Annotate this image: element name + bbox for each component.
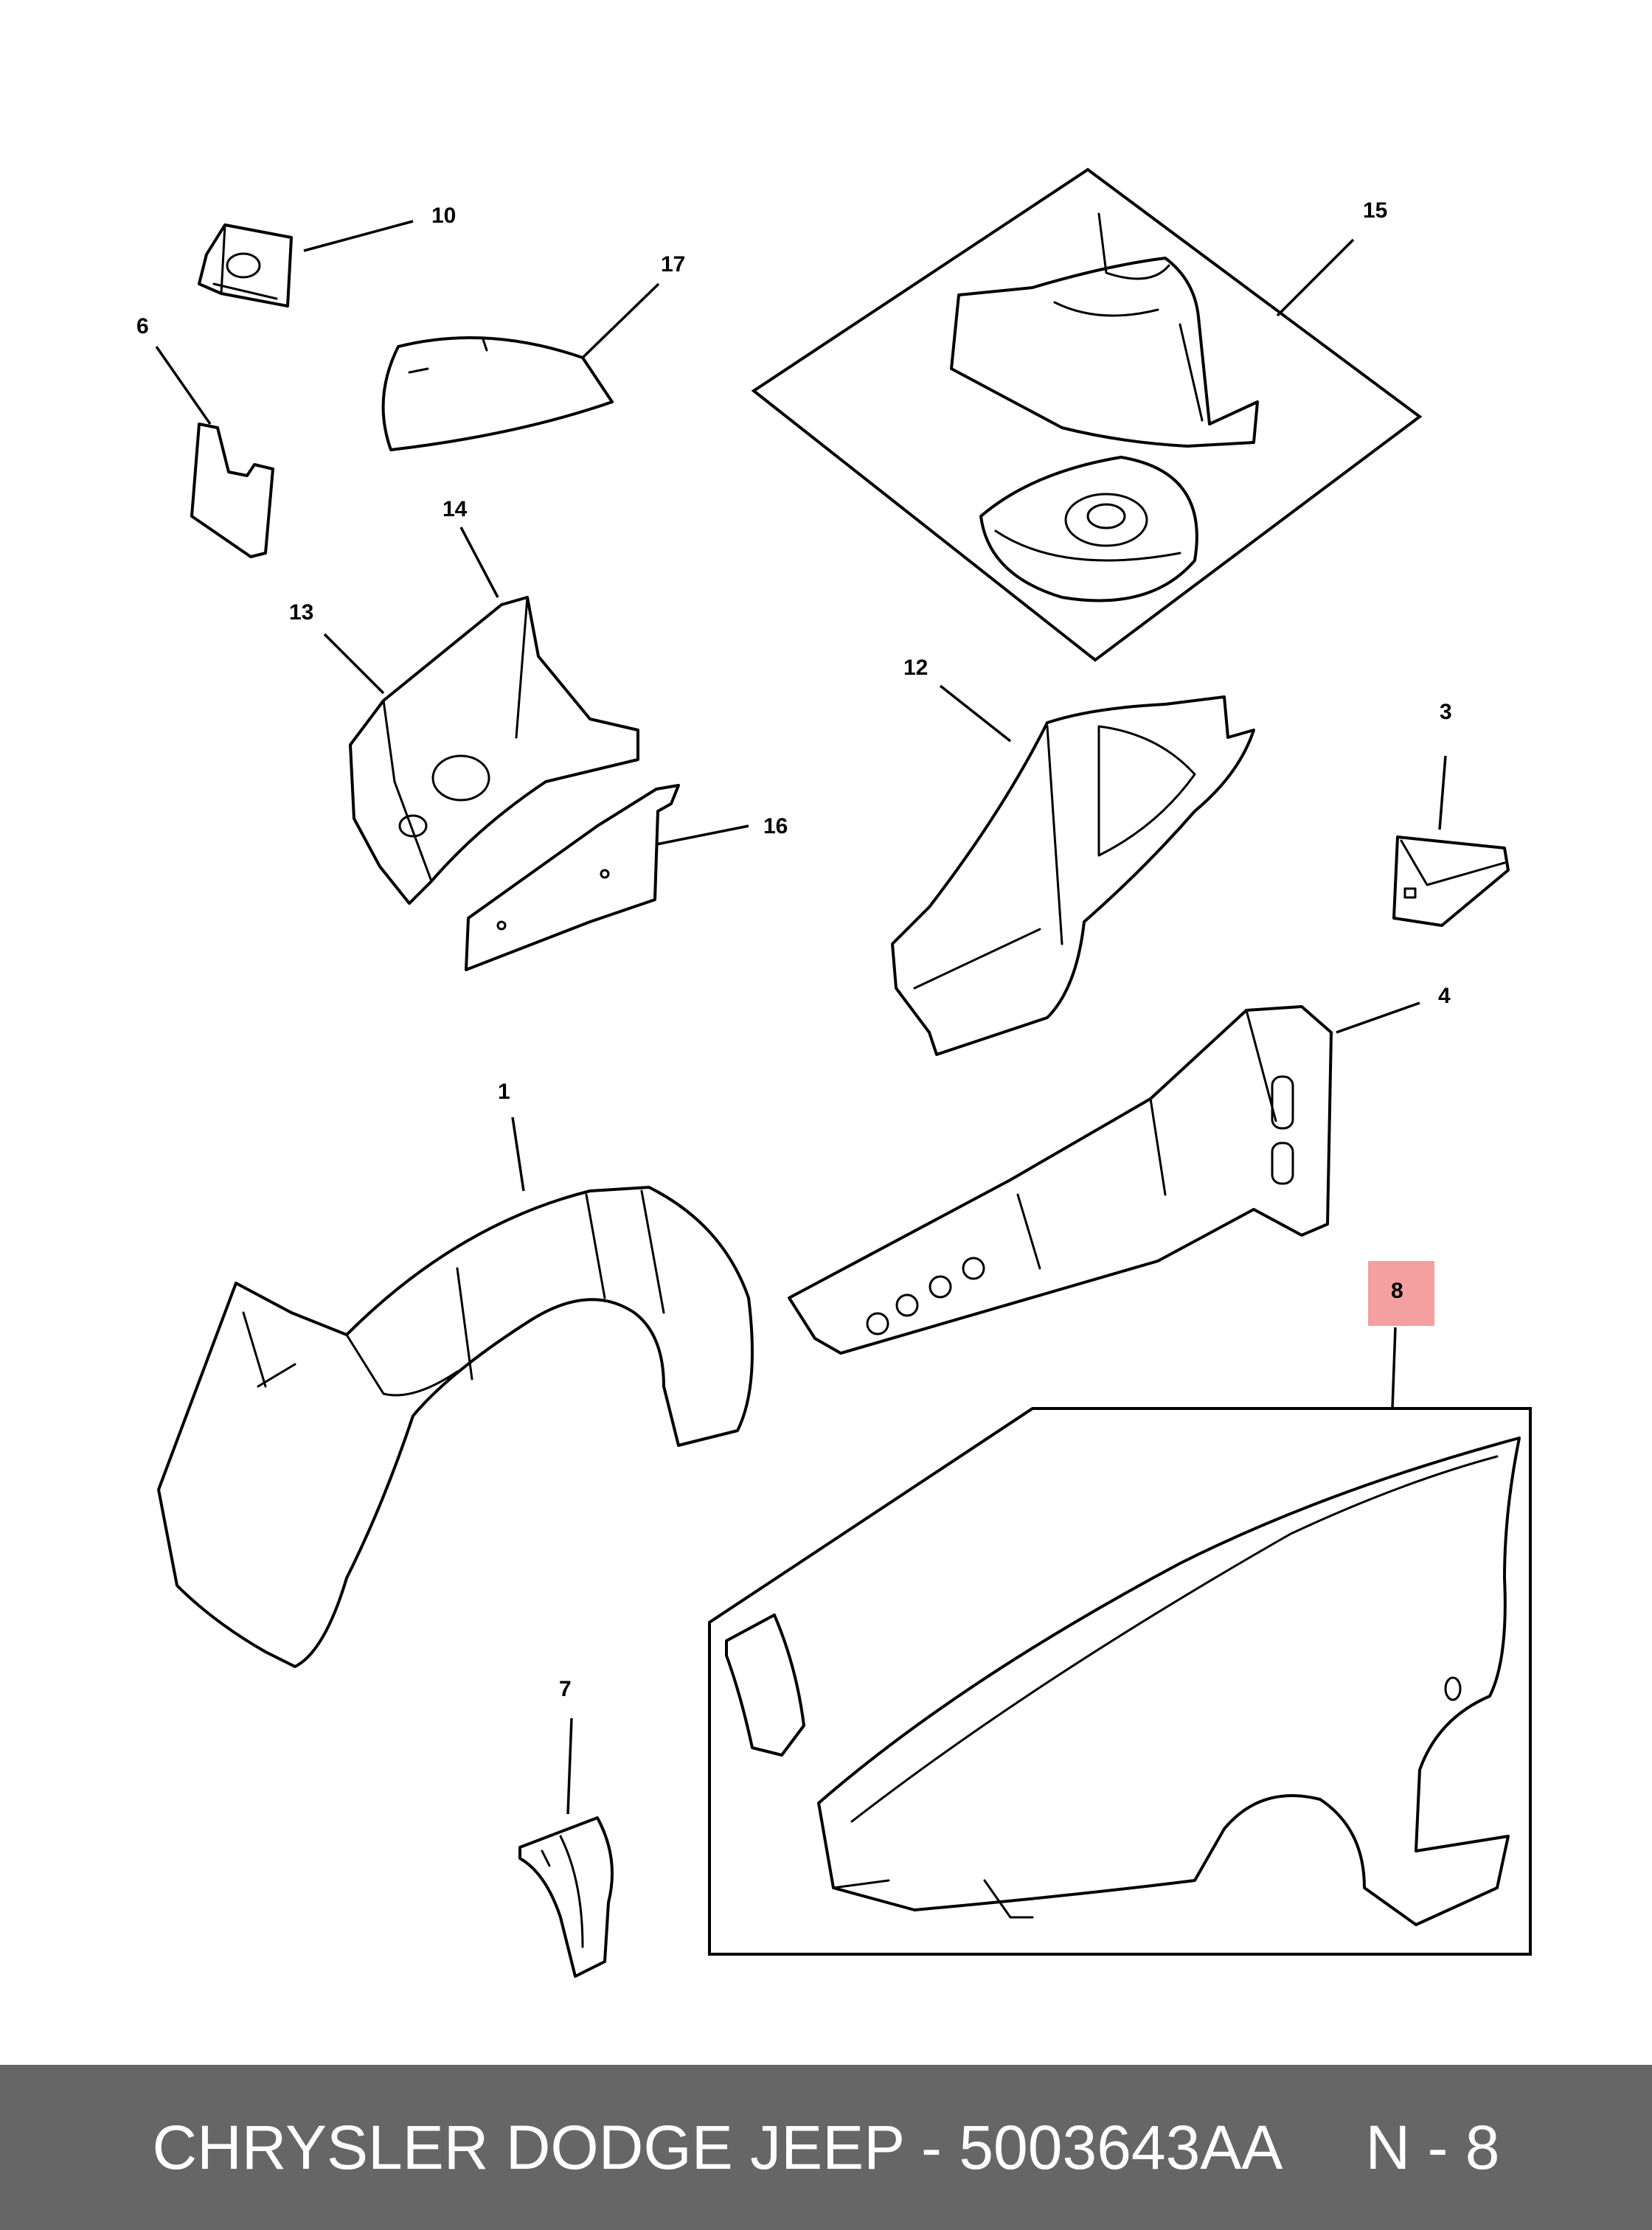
leader-10 xyxy=(303,220,414,252)
part-7-bracket xyxy=(518,1816,614,1978)
leader-15 xyxy=(1276,238,1355,317)
leader-16 xyxy=(656,824,749,846)
part-6-shim xyxy=(190,423,274,558)
callout-10: 10 xyxy=(431,204,456,228)
part-3-bracket xyxy=(1392,836,1510,927)
leader-13 xyxy=(323,633,385,695)
callout-3: 3 xyxy=(1440,700,1452,724)
callout-15: 15 xyxy=(1363,198,1387,223)
callout-1: 1 xyxy=(498,1080,510,1104)
leader-12 xyxy=(939,684,1012,743)
callout-8: 8 xyxy=(1391,1279,1403,1303)
part-13-14-bracket xyxy=(349,596,639,905)
footer-bar: CHRYSLER DODGE JEEP - 5003643AA N - 8 xyxy=(0,2065,1652,2230)
callout-16: 16 xyxy=(763,814,788,838)
part-16-reinforcement xyxy=(465,784,680,971)
part-label: CHRYSLER DODGE JEEP - 5003643AA xyxy=(152,2112,1280,2182)
part-8-fender xyxy=(708,1407,1532,1956)
callout-17: 17 xyxy=(661,252,685,277)
leader-17 xyxy=(581,282,660,359)
leader-1 xyxy=(511,1116,525,1192)
part-12-wheelhouse xyxy=(891,695,1255,1056)
leader-6 xyxy=(155,346,212,425)
callout-8-highlight: 8 xyxy=(1368,1261,1434,1326)
leader-4 xyxy=(1336,1001,1420,1034)
callout-7: 7 xyxy=(559,1677,572,1701)
callout-14: 14 xyxy=(442,497,468,521)
parts-diagram: 10 6 17 15 14 13 16 xyxy=(136,167,1532,1978)
part-1-wheelhouse-liner xyxy=(157,1186,754,1668)
callout-6: 6 xyxy=(136,314,149,338)
leader-3 xyxy=(1438,755,1447,830)
callout-13: 13 xyxy=(289,600,313,625)
callout-12: 12 xyxy=(903,656,928,680)
leader-14 xyxy=(459,527,499,598)
part-10-clip-nut xyxy=(198,223,293,308)
part-15-shock-tower xyxy=(751,167,1423,662)
leader-8 xyxy=(1391,1327,1397,1409)
highlight-box xyxy=(1368,1261,1434,1326)
page-reference: N - 8 xyxy=(1365,2112,1500,2182)
footer-text: CHRYSLER DODGE JEEP - 5003643AA N - 8 xyxy=(152,2112,1499,2184)
part-4-frame-rail xyxy=(788,1005,1333,1355)
part-17-shield xyxy=(381,336,614,451)
callout-4: 4 xyxy=(1438,984,1451,1008)
leader-7 xyxy=(566,1717,573,1815)
